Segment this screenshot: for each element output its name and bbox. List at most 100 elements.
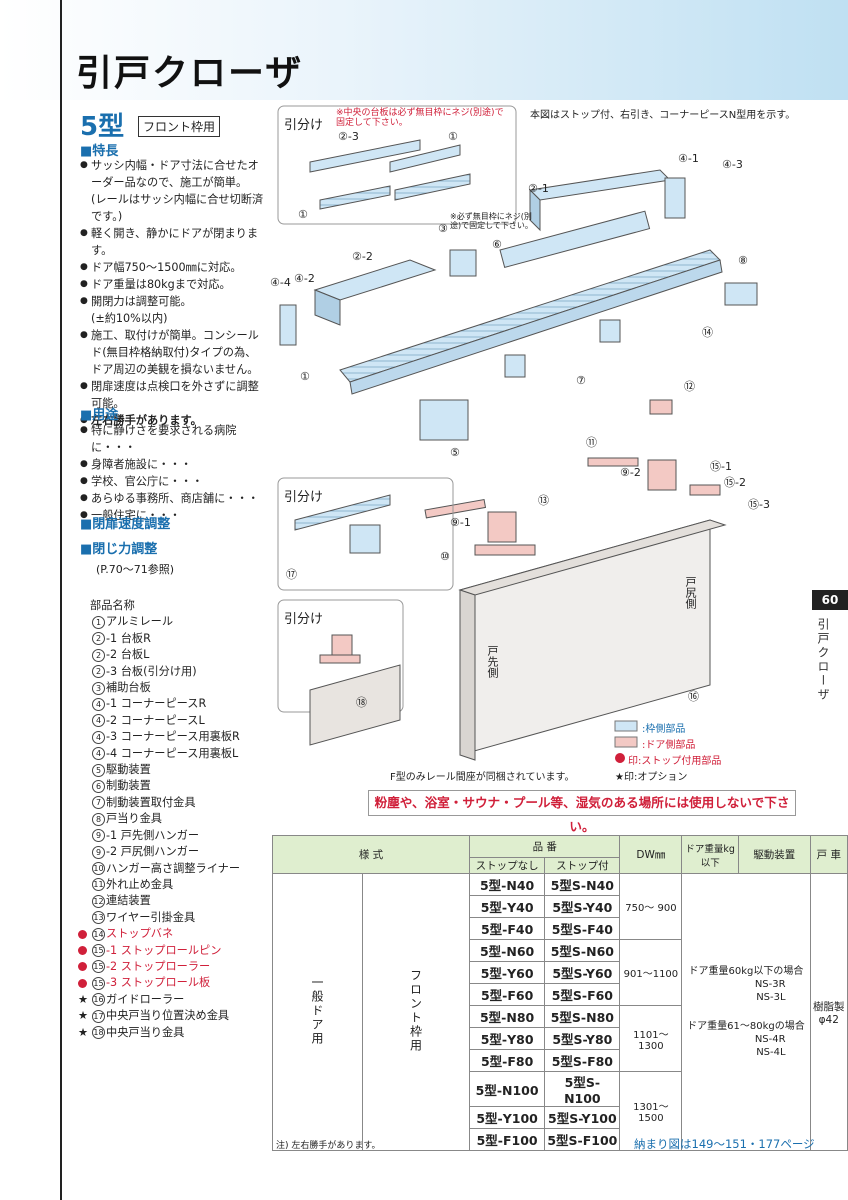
inset-frame [277,477,454,591]
hanger-front [487,511,517,543]
part-name: -3 コーナーピース用裏板R [106,730,240,744]
parts-list-item: 4-3 コーナーピース用裏板R [78,729,240,745]
parts-list-item: 2-2 台板L [78,647,240,663]
part-number: 11 [92,878,105,892]
part-mark [78,959,92,975]
model-code-cell: 5型S-Y100 [544,1106,621,1129]
callout-label: ②-3 [338,130,359,143]
header-product: 品 番 [468,835,621,858]
callout-label: ⑫ [684,380,695,393]
part-number: 8 [92,812,105,826]
list-item: 学校、官公庁に・・・ [80,473,266,490]
callout-label: ②-1 [528,182,549,195]
part-number: 1 [92,615,105,629]
model-code-cell: 5型-Y40 [468,895,546,918]
legend-door-swatch [614,736,638,748]
callout-label: ⑦ [576,374,586,387]
list-item: サッシ内幅・ドア寸法に合せたオーダー品なので、施工が簡単。 [80,157,266,191]
drive-model: NS-3R [754,979,786,990]
inset-label: 引分け [284,118,324,133]
list-item: ドア重量は80kgまで対応。 [80,276,266,293]
legend-frame: :枠側部品 [642,724,686,735]
parts-list-item: 4-1 コーナーピースR [78,696,240,712]
rail-part [394,173,471,201]
rail-part [309,139,421,173]
part-number: 17 [92,1009,105,1023]
header-roller: 戸 車 [809,835,848,874]
callout-label: ⑪ [586,436,597,449]
style-main: 一般ドア用 [310,975,324,1046]
part-name: 駆動装置 [106,763,151,777]
parts-list-item: 2-1 台板R [78,631,240,647]
drive-b-note: ドア重量61〜80kgの場合 [687,1021,805,1032]
part-name: 制動装置 [106,779,151,793]
callout-label: ④-4 [270,276,291,289]
model-code-cell: 5型S-Y60 [544,961,621,984]
callout-label: ⑥ [492,238,502,251]
model-code-cell: 5型S-N80 [544,1005,621,1028]
parts-list-item: 4-2 コーナーピースL [78,713,240,729]
part-number: 2 [92,632,105,646]
part-number: 4 [92,714,105,728]
model-code-cell: 5型S-F80 [544,1049,621,1072]
roller-diameter: φ42 [818,1013,839,1026]
legend-stop: 印:ストップ付用部品 [628,756,722,767]
callout-label: ④-3 [722,158,743,171]
stop-part-icon [78,962,87,972]
part-name: -2 コーナーピースL [106,713,205,727]
header-band [0,0,848,100]
model-code-cell: 5型S-Y40 [544,895,621,918]
parts-list-item: 9-1 戸先側ハンガー [78,828,240,844]
drive-a-note: ドア重量60kg以下の場合 [688,966,804,977]
callout-label: ⑨-2 [620,466,641,479]
model-code-cell: 5型-F100 [468,1128,546,1151]
page-number-tab: 60 [812,590,848,610]
list-item: 閉扉速度は点検口を外さずに調整可能。 [80,378,266,412]
part-number: 4 [92,730,105,744]
uses-list: 特に静けさを要求される病院に・・・ 身障者施設に・・・ 学校、官公庁に・・・ あ… [80,422,266,524]
brake-device [499,210,651,268]
callout-label: ① [298,208,308,221]
callout-label: ⑮-1 [710,460,732,473]
list-item: 身障者施設に・・・ [80,456,266,473]
part-name: 中央戸当り位置決め金具 [106,1009,230,1023]
parts-heading: 部品名称 [90,599,135,612]
brake-bracket [504,354,526,378]
callout-label: ⑤ [450,446,460,459]
dw-range-cell: 1101〜1300 [619,1005,683,1072]
exploded-diagram: 引分け 引分け 引分け ※中央の台板は必ず無目枠にネジ(別途)で固定して下さい。… [270,100,810,790]
part-name: 補助台板 [106,681,151,695]
rail-part [294,494,391,531]
model-code-cell: 5型S-F60 [544,983,621,1006]
list-item: ドア幅750〜1500㎜に対応。 [80,259,266,276]
part-mark: ★ [78,1025,89,1039]
legend-option: ★印:オプション [615,772,688,783]
callout-label: ⑭ [702,326,713,339]
hanger-front [331,634,353,656]
door-panel [309,664,401,746]
part-name: アルミレール [106,615,174,629]
drive-model: NS-4L [756,1047,786,1058]
callout-label: ⑮-3 [748,498,770,511]
stop-part-icon [78,929,87,939]
callout-label: ① [300,370,310,383]
model-name: 5型 [80,112,125,142]
corner-piece [664,177,686,219]
inset-label: 引分け [284,490,324,505]
page-reference-link[interactable]: 納まり図は149〜151・177ページ [634,1137,815,1151]
callout-label: ⑨-1 [450,516,471,529]
part-number: 5 [92,763,105,777]
part-number: 6 [92,779,105,793]
part-mark [78,975,92,991]
part-number: 9 [92,829,105,843]
parts-list-item: 2-3 台板(引分け用) [78,664,240,680]
part-name: 戸当り金具 [106,812,162,826]
model-code-cell: 5型S-N40 [544,873,621,896]
callout-label: ②-2 [352,250,373,263]
drive-model: NS-4R [754,1034,786,1045]
part-mark: ★ [78,992,89,1006]
